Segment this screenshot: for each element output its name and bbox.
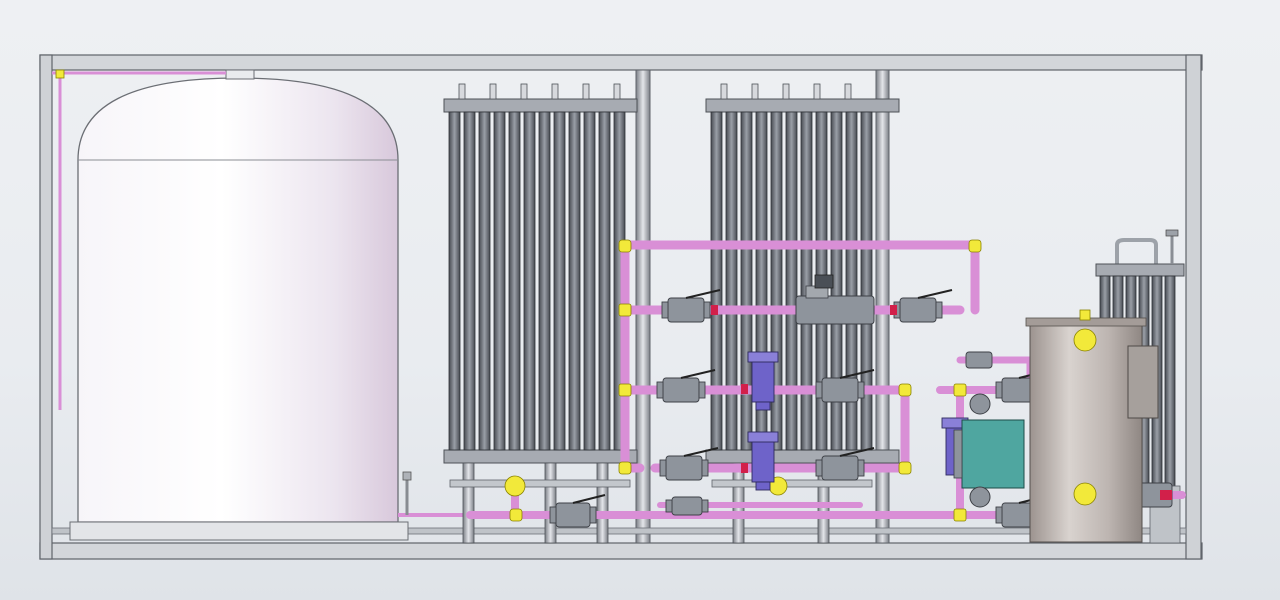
flow-meter [795,274,875,325]
skid-frame [39,54,1203,560]
buffer-vessel [1025,309,1159,543]
storage-tank [52,69,470,541]
valve-4 [815,369,875,403]
vaporizer-left [443,83,638,544]
valve-1 [661,289,721,323]
valve-5 [659,447,719,481]
valve-12 [965,351,993,369]
check-markers [711,305,1172,500]
regulator-lower [747,431,779,491]
valve-7 [549,494,606,528]
heat-exchanger [953,393,1025,508]
valve-6 [815,447,875,481]
ball-valves [549,289,1173,528]
valve-8 [665,496,709,516]
valve-3 [656,369,716,403]
regulator-upper [747,351,779,411]
